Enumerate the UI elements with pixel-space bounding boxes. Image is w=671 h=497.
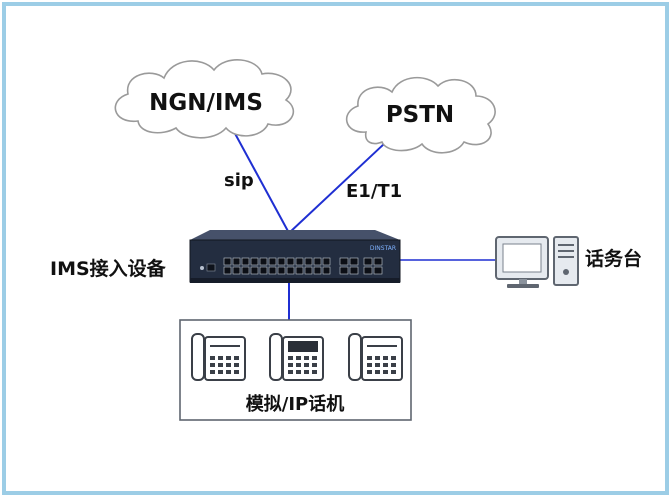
ethernet-port [313, 266, 322, 275]
ethernet-port [277, 257, 286, 266]
desk-phone-icon [348, 333, 403, 381]
uplink-port [349, 266, 359, 275]
pstn-cloud: PSTN [346, 76, 496, 154]
uplink-port [339, 257, 349, 266]
sip-link-label: sip [224, 170, 254, 191]
ethernet-port [313, 257, 322, 266]
ethernet-ports [223, 257, 331, 275]
uplink-port [373, 257, 383, 266]
ims-access-device: DINSTAR [189, 230, 401, 283]
e1t1-link-line [288, 142, 386, 234]
ngn-ims-cloud: NGN/IMS [114, 59, 295, 139]
uplink-port [349, 257, 359, 266]
uplink-port [373, 266, 383, 275]
ethernet-port [286, 266, 295, 275]
ethernet-port [250, 266, 259, 275]
uplink-ports [339, 257, 383, 275]
ngn-ims-label: NGN/IMS [149, 90, 263, 116]
ethernet-port [232, 257, 241, 266]
ethernet-port [295, 257, 304, 266]
e1t1-link-label: E1/T1 [346, 181, 402, 202]
uplink-port [339, 266, 349, 275]
computer-icon [495, 236, 579, 288]
ethernet-port [241, 266, 250, 275]
phones-row [191, 333, 403, 381]
ethernet-port [295, 266, 304, 275]
ims-device-label: IMS接入设备 [50, 257, 167, 280]
ethernet-port [223, 266, 232, 275]
ethernet-port [304, 257, 313, 266]
ethernet-port [322, 257, 331, 266]
ethernet-port [223, 257, 232, 266]
ethernet-port [277, 266, 286, 275]
desk-phone-icon [191, 333, 246, 381]
uplink-port [363, 257, 373, 266]
ethernet-port [259, 257, 268, 266]
ethernet-port [304, 266, 313, 275]
pstn-label: PSTN [386, 102, 454, 128]
console-port [206, 263, 216, 272]
ethernet-port [250, 257, 259, 266]
ethernet-port [232, 266, 241, 275]
ethernet-port [259, 266, 268, 275]
console-label: 话务台 [585, 247, 642, 270]
sip-link-line [231, 127, 290, 234]
device-brand-label: DINSTAR [370, 245, 396, 252]
desk-phone-icon [269, 333, 324, 381]
ethernet-port [268, 266, 277, 275]
phones-label: 模拟/IP话机 [246, 393, 344, 415]
uplink-port [363, 266, 373, 275]
ethernet-port [286, 257, 295, 266]
power-led [200, 266, 204, 270]
ethernet-port [268, 257, 277, 266]
ethernet-port [241, 257, 250, 266]
ethernet-port [322, 266, 331, 275]
